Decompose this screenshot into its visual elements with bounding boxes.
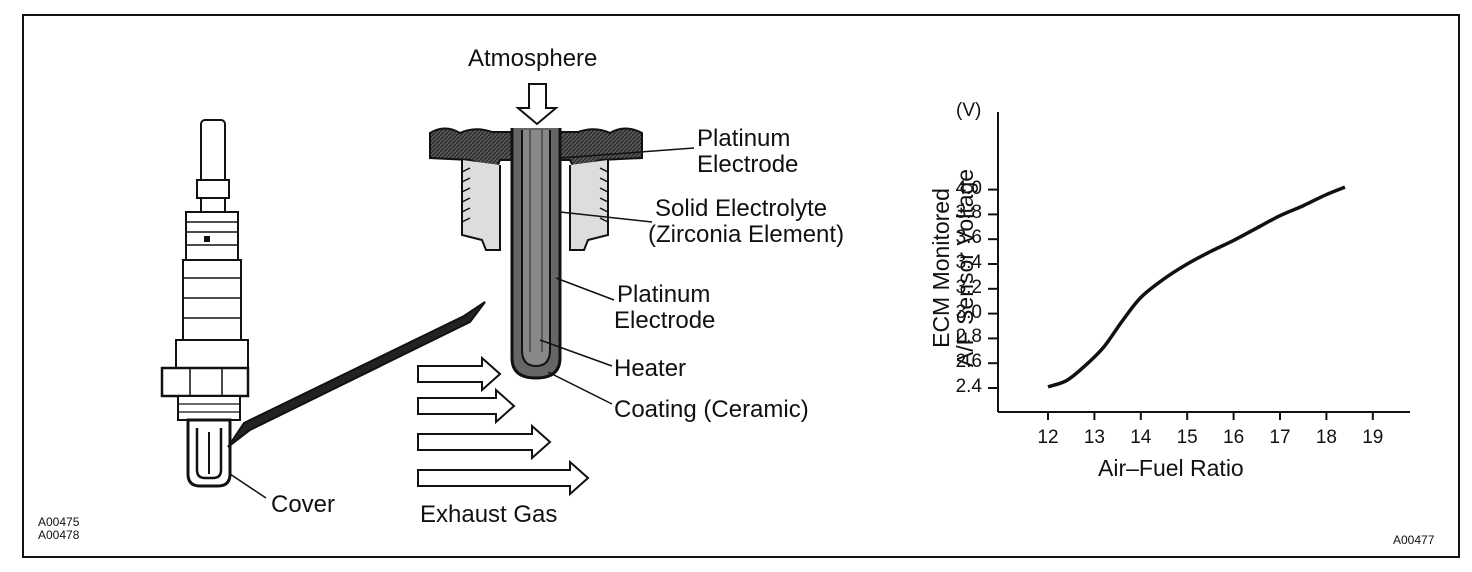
y-tick-label: 3.6 <box>955 227 982 249</box>
exhaust-arrow-4 <box>417 459 590 497</box>
x-tick-label: 18 <box>1315 427 1337 448</box>
y-tick-label: 2.6 <box>955 351 982 373</box>
platinum-electrode-bottom-label-2: Electrode <box>614 307 716 334</box>
cover-label: Cover <box>271 491 336 518</box>
sensor-body <box>185 211 239 261</box>
y-tick-label: 2.8 <box>955 326 982 348</box>
exhaust-gas-label: Exhaust Gas <box>420 501 558 528</box>
solid-electrolyte-label-1: Solid Electrolyte <box>655 195 828 222</box>
platinum-electrode-top-label-2: Electrode <box>697 151 799 178</box>
x-tick-label: 15 <box>1176 427 1198 448</box>
figure-code-left-2: A00478 <box>38 528 80 542</box>
y-tick-label: 2.4 <box>955 376 982 397</box>
figure-code-right: A00477 <box>1393 533 1435 547</box>
atmosphere-label: Atmosphere <box>468 45 598 72</box>
solid-electrolyte-label-2: (Zirconia Element) <box>648 221 845 248</box>
x-tick-label: 12 <box>1037 427 1059 448</box>
platinum-electrode-bottom-label-1: Platinum <box>617 281 711 308</box>
pointer-arrow <box>227 301 486 448</box>
x-tick-label: 19 <box>1362 427 1384 448</box>
exhaust-arrow-1 <box>417 355 502 393</box>
atmosphere-arrow <box>515 83 559 126</box>
x-tick-label: 13 <box>1083 427 1105 448</box>
x-axis-label: Air–Fuel Ratio <box>1098 455 1244 481</box>
exhaust-arrow-2 <box>417 387 516 425</box>
y-tick-label: 3.0 <box>955 301 982 323</box>
y-axis-label-line-2: A/F Sensor Voltage <box>952 168 978 368</box>
y-tick-label: 4.0 <box>955 177 982 199</box>
y-unit-label: (V) <box>956 100 982 121</box>
heater-label: Heater <box>614 355 687 382</box>
y-tick-label: 3.2 <box>955 276 982 298</box>
housing-flange <box>429 127 521 172</box>
x-tick-label: 17 <box>1269 427 1291 448</box>
x-tick-label: 16 <box>1223 427 1245 448</box>
x-tick-label: 14 <box>1130 427 1152 448</box>
y-tick-label: 3.8 <box>955 202 982 224</box>
coating-label: Coating (Ceramic) <box>614 396 809 423</box>
y-axis-label: ECM Monitored A/F Sensor Voltage <box>928 138 978 398</box>
sensor-hex-nut <box>160 366 250 398</box>
figure-code-left-1: A00475 <box>38 515 80 529</box>
exhaust-arrow-3 <box>417 423 552 461</box>
series-line <box>1047 185 1346 389</box>
y-tick-label: 3.4 <box>955 252 982 273</box>
y-axis-label-line-1: ECM Monitored <box>928 188 954 348</box>
figure-frame <box>22 14 1460 558</box>
platinum-electrode-top-label-1: Platinum <box>697 125 791 152</box>
